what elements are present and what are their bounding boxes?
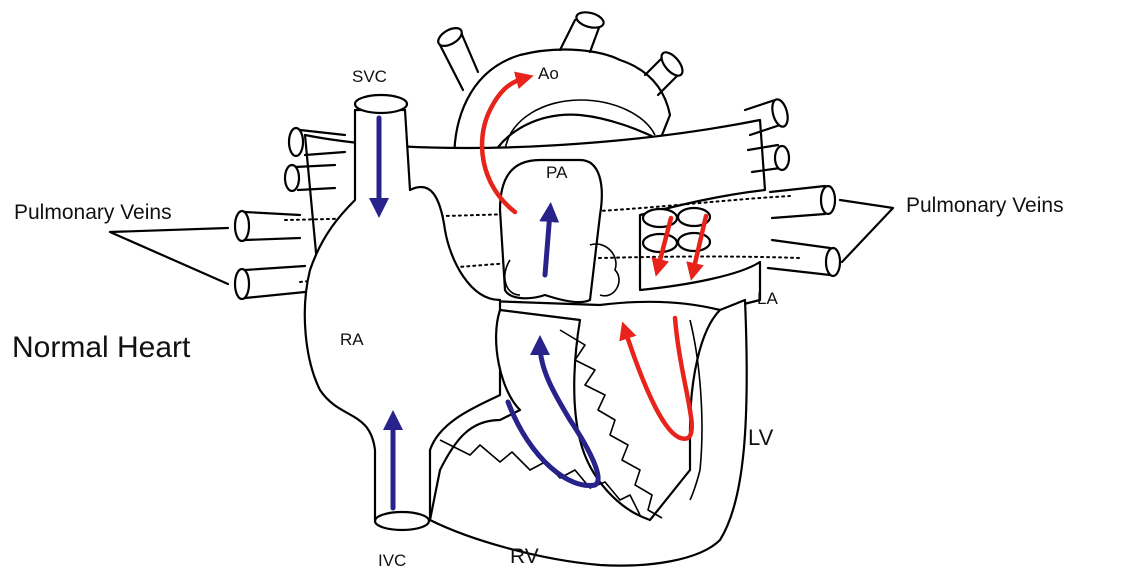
label-svc: SVC [352, 67, 387, 86]
label-pulmonary-veins-left: Pulmonary Veins [14, 201, 172, 224]
label-rv: RV [510, 545, 539, 568]
diagram-title: Normal Heart [12, 331, 191, 364]
label-lv: LV [748, 425, 774, 450]
label-pulmonary-veins-right: Pulmonary Veins [906, 194, 1064, 217]
label-ra: RA [340, 330, 364, 349]
label-la: LA [757, 289, 778, 308]
label-ao: Ao [538, 64, 559, 83]
label-ivc: IVC [378, 551, 406, 570]
arrow-lv-loop [625, 318, 692, 439]
label-pa: PA [546, 163, 568, 182]
